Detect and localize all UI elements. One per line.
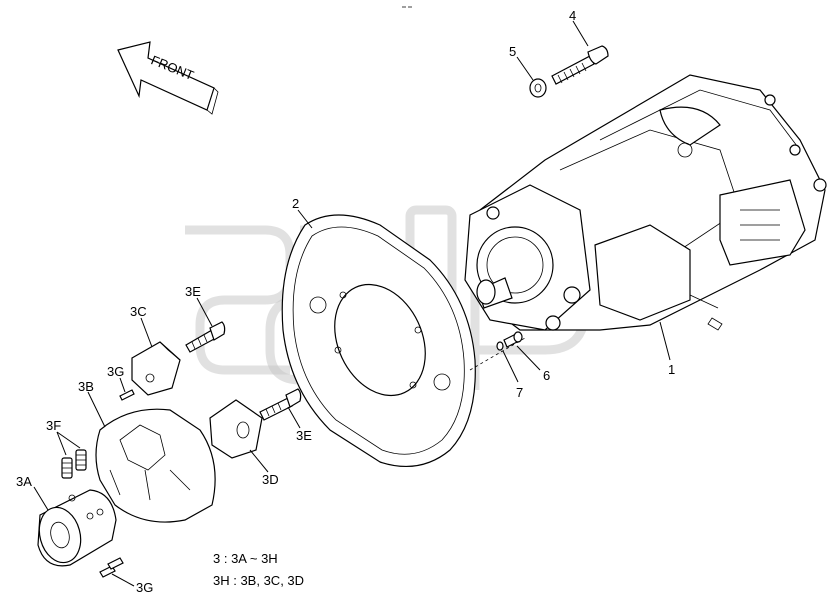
label-1: 1	[668, 362, 675, 377]
leader-1	[659, 321, 671, 361]
label-3G-top: 3G	[107, 364, 124, 379]
leader-6	[516, 345, 541, 371]
leader-3F-a	[56, 431, 67, 456]
leader-3A	[33, 486, 49, 511]
label-3A: 3A	[16, 474, 32, 489]
leader-3E-mid	[287, 406, 301, 429]
bracket-part-3C	[131, 341, 181, 396]
leader-2	[297, 209, 313, 229]
note-line-1: 3 : 3A ~ 3H	[213, 551, 278, 566]
leader-3B	[87, 391, 106, 428]
leader-3F-b	[56, 431, 81, 449]
label-2: 2	[292, 196, 299, 211]
hub-part-3A	[37, 489, 117, 567]
pin-part-3G-top	[119, 389, 135, 401]
label-3G-bottom: 3G	[136, 580, 153, 595]
notes: 3 : 3A ~ 3H 3H : 3B, 3C, 3D	[213, 551, 304, 588]
pin-part-3G-bottom	[99, 557, 124, 578]
label-3D: 3D	[262, 472, 279, 487]
hydraulic-pump-part-1	[464, 74, 827, 331]
washer-part-7	[496, 341, 504, 351]
label-4: 4	[569, 8, 576, 23]
note-line-2: 3H : 3B, 3C, 3D	[213, 573, 304, 588]
flywheel-plate-part-2	[281, 214, 476, 468]
bolt-part-3E-top	[185, 321, 226, 353]
leader-7	[502, 350, 519, 383]
leader-3D	[249, 449, 269, 473]
setscrew-part-3F	[61, 449, 87, 479]
leader-4	[572, 20, 589, 47]
leader-3E-top	[196, 297, 213, 327]
label-3C: 3C	[130, 304, 147, 319]
bolt-part-4	[551, 45, 609, 85]
leader-3G-bottom	[111, 573, 135, 587]
label-3B: 3B	[78, 379, 94, 394]
label-3E-top: 3E	[185, 284, 201, 299]
part-labels: 1 2 4 5 6 7 3C 3E 3G 3B 3E 3D 3F 3A 3G	[16, 8, 675, 595]
leader-3C	[140, 317, 153, 348]
leader-5	[516, 56, 534, 81]
washer-part-5	[529, 78, 547, 98]
label-3E-mid: 3E	[296, 428, 312, 443]
front-arrow: FRONT	[117, 41, 219, 115]
label-5: 5	[509, 44, 516, 59]
bolt-part-3E-mid	[259, 388, 302, 421]
leader-3G-top	[119, 377, 126, 393]
bracket-part-3D	[209, 399, 263, 459]
label-7: 7	[516, 385, 523, 400]
label-6: 6	[543, 368, 550, 383]
bolt-part-6	[503, 331, 523, 348]
coupling-part-3B	[95, 408, 216, 523]
label-3F: 3F	[46, 418, 61, 433]
